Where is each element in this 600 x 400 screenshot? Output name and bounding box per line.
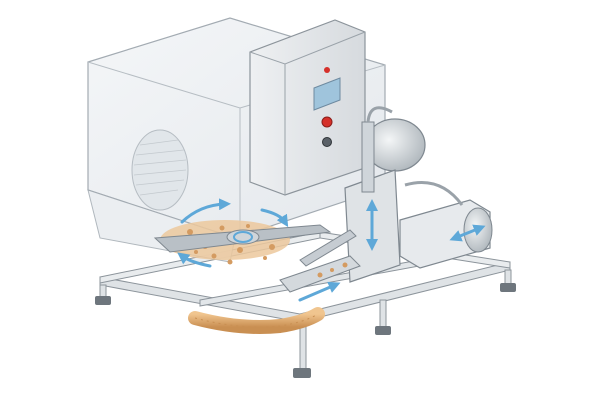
hub-rotation-ring xyxy=(233,231,253,243)
rotary-switch-icon xyxy=(322,137,332,147)
control-cabinet xyxy=(249,19,366,196)
indicator-light-icon xyxy=(324,67,330,73)
flow-arrow-icon xyxy=(260,208,289,228)
foot-right xyxy=(500,283,516,292)
chips-on-chute xyxy=(317,262,348,278)
flow-arrow-icon xyxy=(177,252,212,268)
output-hose xyxy=(188,307,325,334)
emergency-stop-icon xyxy=(321,116,333,128)
hose-ribbing xyxy=(194,313,319,328)
flow-arrow-icon xyxy=(180,198,231,224)
agitator-blade xyxy=(153,224,332,253)
foot-left xyxy=(95,296,111,305)
hydraulic-hose xyxy=(366,106,393,123)
foot-mid xyxy=(375,326,391,335)
hydraulic-hose xyxy=(404,181,464,206)
flow-arrow-icon xyxy=(449,224,486,242)
frame-leg-mid xyxy=(379,299,387,329)
hopper-flow-arrows xyxy=(177,198,289,268)
foot-front xyxy=(293,368,311,378)
grille-slats xyxy=(133,139,187,196)
flow-arrow-icon xyxy=(298,281,341,302)
chute-arm xyxy=(299,229,357,267)
vertical-spindle xyxy=(361,121,375,193)
machine-feet xyxy=(95,283,516,378)
frame-leg-front xyxy=(299,321,307,371)
press-flow-arrows xyxy=(366,199,486,251)
frame-leg-right xyxy=(504,269,512,286)
display-icon xyxy=(313,77,341,111)
cabinet-body xyxy=(249,19,366,196)
ventilation-grille xyxy=(131,129,189,211)
